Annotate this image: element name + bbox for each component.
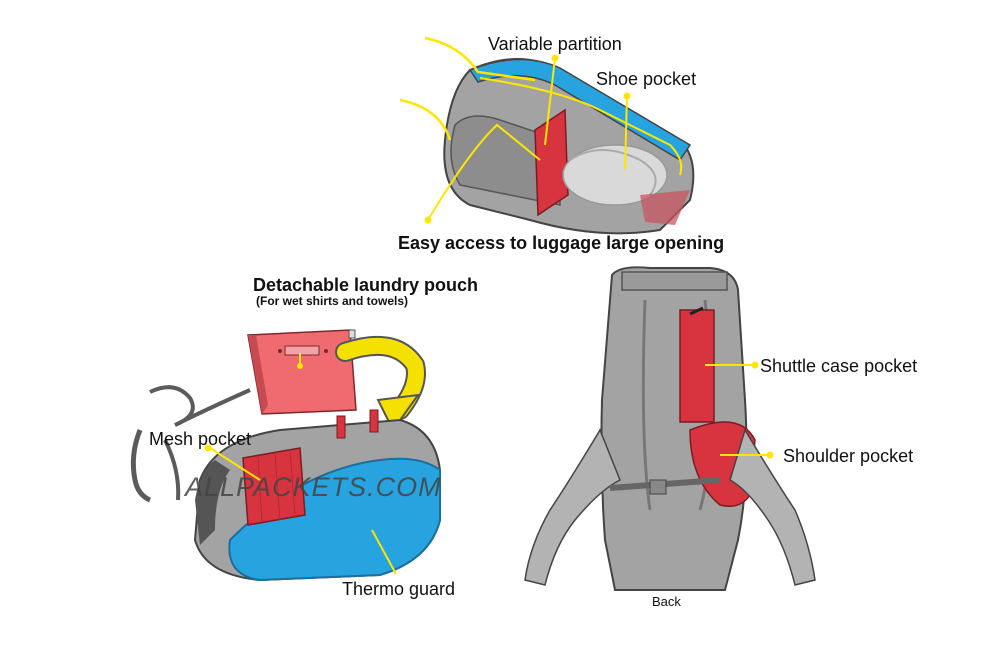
shoulder-pocket-label: Shoulder pocket [783, 446, 914, 466]
pouch-subtitle: (For wet shirts and towels) [256, 294, 409, 308]
curved-arrow-icon [335, 335, 426, 432]
shoe-pocket-panel [640, 190, 690, 225]
thermo-guard-label: Thermo guard [342, 579, 456, 599]
top-bag [399, 36, 695, 235]
right-shoulder-strap [729, 428, 816, 586]
bottom-left-bag [193, 409, 441, 582]
variable-partition-panel [534, 108, 569, 217]
pouch-title: Detachable laundry pouch [253, 275, 479, 295]
watermark-text: ALLPACKETS.COM [185, 472, 442, 502]
backpack-back [524, 266, 816, 591]
shuttle-case-pocket-label: Shuttle case pocket [760, 356, 918, 376]
shoe-pocket-label: Shoe pocket [596, 69, 697, 89]
swoosh-logo-icon [130, 385, 251, 503]
pouch-handle [284, 345, 320, 356]
bag-end-cap [195, 460, 230, 545]
top-caption: Easy access to luggage large opening [398, 233, 725, 253]
left-shoulder-strap [524, 428, 621, 586]
laundry-pouch [247, 329, 357, 415]
shoe-detail [569, 149, 657, 196]
back-view-label: Back [652, 594, 681, 609]
mesh-pocket-label: Mesh pocket [149, 429, 252, 449]
variable-partition-label: Variable partition [488, 34, 622, 54]
thermo-guard-panel [228, 457, 441, 582]
